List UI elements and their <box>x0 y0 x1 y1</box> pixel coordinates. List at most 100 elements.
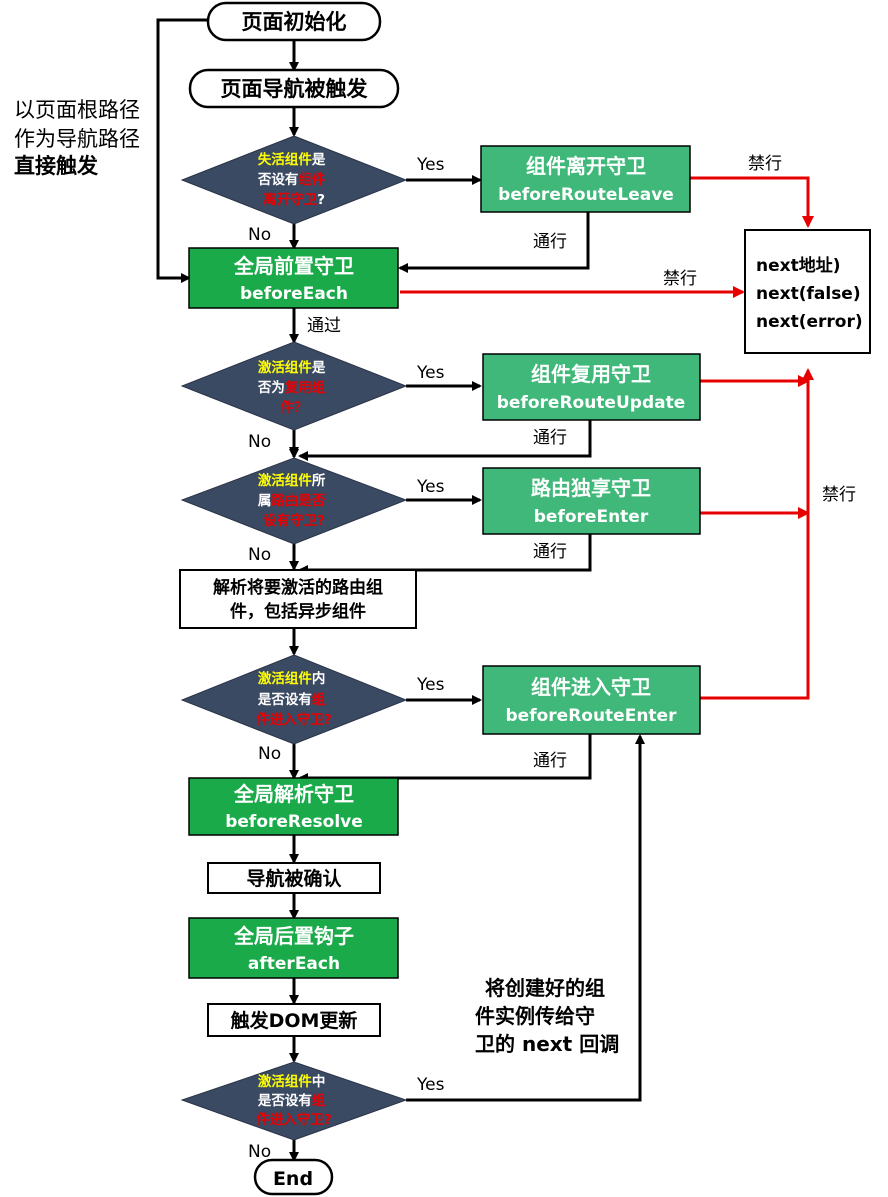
trigger-dom-update: 触发DOM更新 <box>207 1003 381 1037</box>
callback-note-line2: 件实例传给守 <box>475 1004 595 1028</box>
diamond-text-segment: 否设有 <box>257 171 299 188</box>
box-title: 全局前置守卫 <box>233 254 354 278</box>
trigger-terminal: 页面导航被触发 <box>188 68 400 109</box>
diamond-text-segment: 激活组件 <box>258 359 312 376</box>
arrow-update-pass <box>298 420 592 461</box>
diamond-line: 件进入守卫? <box>256 711 331 728</box>
diamond-text-segment: 路由是否 <box>271 492 325 509</box>
trigger-label: 页面导航被触发 <box>221 77 369 101</box>
arrow-root-path <box>156 18 208 283</box>
diamond-text-segment: 组 <box>312 691 326 708</box>
label-yes-d2: Yes <box>416 363 445 383</box>
diamond-line: 激活组件是 <box>258 359 326 376</box>
global-before-resolve: 全局解析守卫 beforeResolve <box>188 777 399 836</box>
diamond-text: 激活组件所 属路由是否 设有守卫? <box>258 472 330 529</box>
diamond-text-segment: 组 <box>312 1092 326 1109</box>
navigation-confirmed: 导航被确认 <box>207 862 381 894</box>
diamond-text: 激活组件中 是否设有组 件进入守卫? <box>256 1073 331 1128</box>
diamond-text-segment: 是 <box>312 152 326 168</box>
diamond-shape <box>180 341 408 431</box>
diamond-text-segment: 激活组件 <box>258 472 312 489</box>
diamond-text-segment: 件进入守卫? <box>256 711 331 728</box>
end-shape <box>253 1158 334 1196</box>
diamond-line: 件进入守卫? <box>256 1111 331 1128</box>
callback-note-line1: 将创建好的组 <box>485 976 605 1000</box>
box-line: 件，包括异步组件 <box>230 601 366 622</box>
trigger-shape <box>188 68 400 109</box>
arrow-d5-yes-callback <box>406 734 645 1102</box>
box-code: beforeResolve <box>225 812 363 832</box>
diamond-text-segment: 中 <box>312 1073 326 1090</box>
diamond-text: 失活组件是 否设有组件 离开守卫? <box>257 151 330 208</box>
box-title: 组件复用守卫 <box>531 362 651 386</box>
arrow-leave-pass <box>398 212 590 273</box>
callback-note: 将创建好的组 件实例传给守 卫的 next 回调 <box>475 976 619 1056</box>
box-code: beforeRouteUpdate <box>497 393 686 413</box>
box-title: 组件进入守卫 <box>531 675 651 699</box>
diamond-text: 激活组件是 否为复用组 件？ <box>257 359 330 416</box>
decision-enter-guard-callback: 激活组件中 是否设有组 件进入守卫? <box>180 1061 408 1141</box>
diamond-text-segment: 激活组件 <box>258 1073 312 1090</box>
diamond-text-segment: 内 <box>312 670 326 687</box>
diamond-line: 是否设有组 <box>258 691 326 708</box>
box-shape <box>179 569 417 629</box>
label-pass-leave: 通行 <box>533 232 567 252</box>
box-shape <box>480 145 691 213</box>
box-code: afterEach <box>248 954 340 974</box>
diamond-text-segment: 件进入守卫? <box>256 1111 331 1128</box>
box-shape <box>482 353 701 421</box>
label-yes-d4: Yes <box>416 675 445 695</box>
diamond-text-segment: 所 <box>312 472 326 489</box>
component-enter-guard: 组件进入守卫 beforeRouteEnter <box>482 665 701 735</box>
red-connectors <box>400 176 814 700</box>
start-terminal: 页面初始化 <box>206 1 382 42</box>
box-shape <box>482 467 701 535</box>
diamond-shape <box>180 1061 408 1141</box>
box-code: beforeRouteLeave <box>498 185 674 205</box>
label-pass-enter: 通行 <box>533 542 567 562</box>
label-yes-d5: Yes <box>416 1075 445 1095</box>
diamond-line: 设有守卫? <box>263 512 325 529</box>
box-shape <box>188 777 399 836</box>
label-pass-beforeeach: 通过 <box>307 316 341 336</box>
diamond-text-segment: 件？ <box>281 399 308 416</box>
diamond-line: 属路由是否 <box>258 492 326 509</box>
label-yes-d3: Yes <box>416 477 445 497</box>
diamond-line: 激活组件内 <box>258 670 326 687</box>
diamond-text-segment: 是否设有 <box>258 1092 312 1109</box>
box-shape <box>188 917 399 979</box>
diamond-line: 失活组件是 <box>258 151 326 168</box>
diamond-text-segment: 离开守卫 <box>263 191 317 208</box>
label-no-d3: No <box>248 545 271 565</box>
diamond-line: 件？ <box>281 399 308 416</box>
arrow-routeenter-forbid <box>700 368 814 700</box>
diamond-shape <box>180 654 408 745</box>
box-code: beforeEach <box>240 284 348 304</box>
box-title: 全局后置钩子 <box>233 924 354 948</box>
box-title: 路由独享守卫 <box>531 476 651 500</box>
diamond-text-segment: ? <box>317 192 325 208</box>
root-path-note-line1: 以页面根路径 <box>14 98 140 122</box>
box-line: 解析将要激活的路由组 <box>213 577 383 598</box>
box-code: beforeEnter <box>534 507 649 527</box>
box-shape <box>188 247 399 309</box>
label-no-d5: No <box>248 1142 271 1162</box>
box-label: 导航被确认 <box>246 867 341 890</box>
diamond-shape <box>180 135 408 225</box>
next-line-2: next(false) <box>756 284 861 304</box>
end-terminal: End <box>253 1158 334 1196</box>
end-label: End <box>273 1168 313 1190</box>
box-shape <box>207 862 381 894</box>
root-path-note-line2: 作为导航路径 <box>14 127 140 151</box>
diamond-text-segment: 属 <box>258 493 272 509</box>
next-line-1: next地址) <box>756 255 841 276</box>
component-leave-guard: 组件离开守卫 beforeRouteLeave <box>480 145 691 213</box>
diamond-text: 激活组件内 是否设有组 件进入守卫? <box>256 670 331 728</box>
diamond-text-segment: 否为 <box>257 379 285 396</box>
root-path-note-line3: 直接触发 <box>14 154 99 178</box>
box-shape <box>744 229 871 354</box>
label-forbid-beforeeach: 禁行 <box>663 269 697 289</box>
decision-route-guard: 激活组件所 属路由是否 设有守卫? <box>180 457 408 545</box>
callback-note-line3: 卫的 next 回调 <box>475 1032 619 1056</box>
global-before-each: 全局前置守卫 beforeEach <box>188 247 399 309</box>
